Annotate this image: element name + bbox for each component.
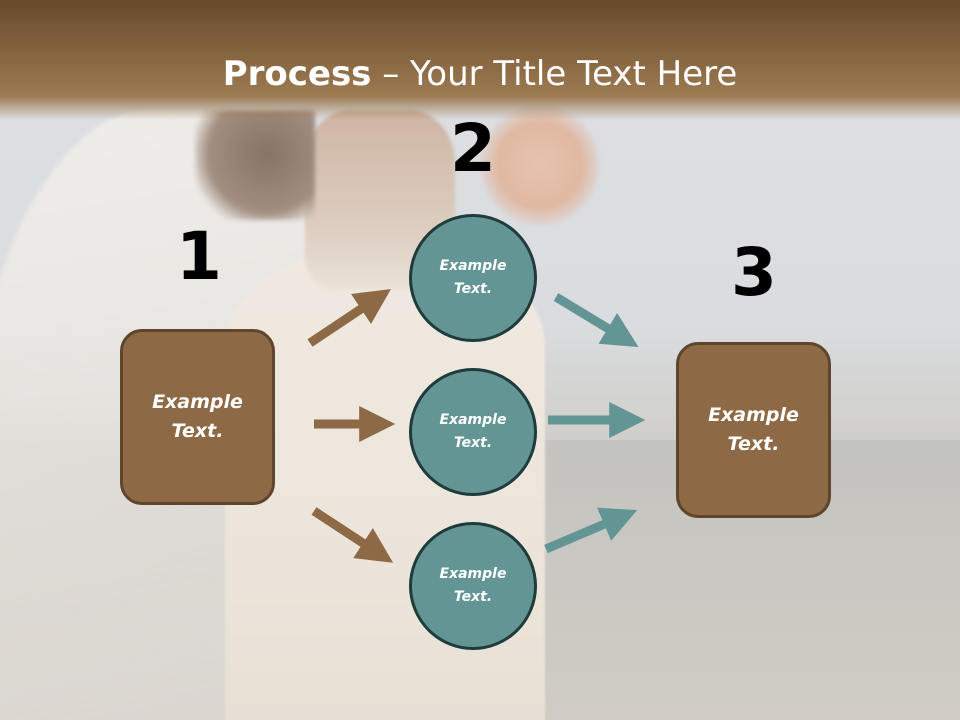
arrow-from-top — [553, 293, 639, 348]
step-number-2: 2 — [450, 110, 496, 187]
circle-top: Example Text. — [409, 214, 537, 342]
circle-bottom: Example Text. — [409, 522, 537, 650]
arrow-to-top — [307, 289, 391, 347]
arrow-to-bottom — [311, 507, 394, 563]
arrow-from-bottom — [544, 507, 638, 554]
left-box: Example Text. — [120, 329, 275, 505]
title-bold: Process — [222, 54, 372, 94]
slide-title: Process – Your Title Text Here — [0, 52, 960, 96]
right-box: Example Text. — [676, 342, 831, 518]
title-bar — [0, 0, 960, 120]
step-number-3: 3 — [731, 234, 777, 311]
circle-middle: Example Text. — [409, 368, 537, 496]
title-rest: – Your Title Text Here — [371, 54, 738, 94]
step-number-1: 1 — [176, 218, 222, 295]
